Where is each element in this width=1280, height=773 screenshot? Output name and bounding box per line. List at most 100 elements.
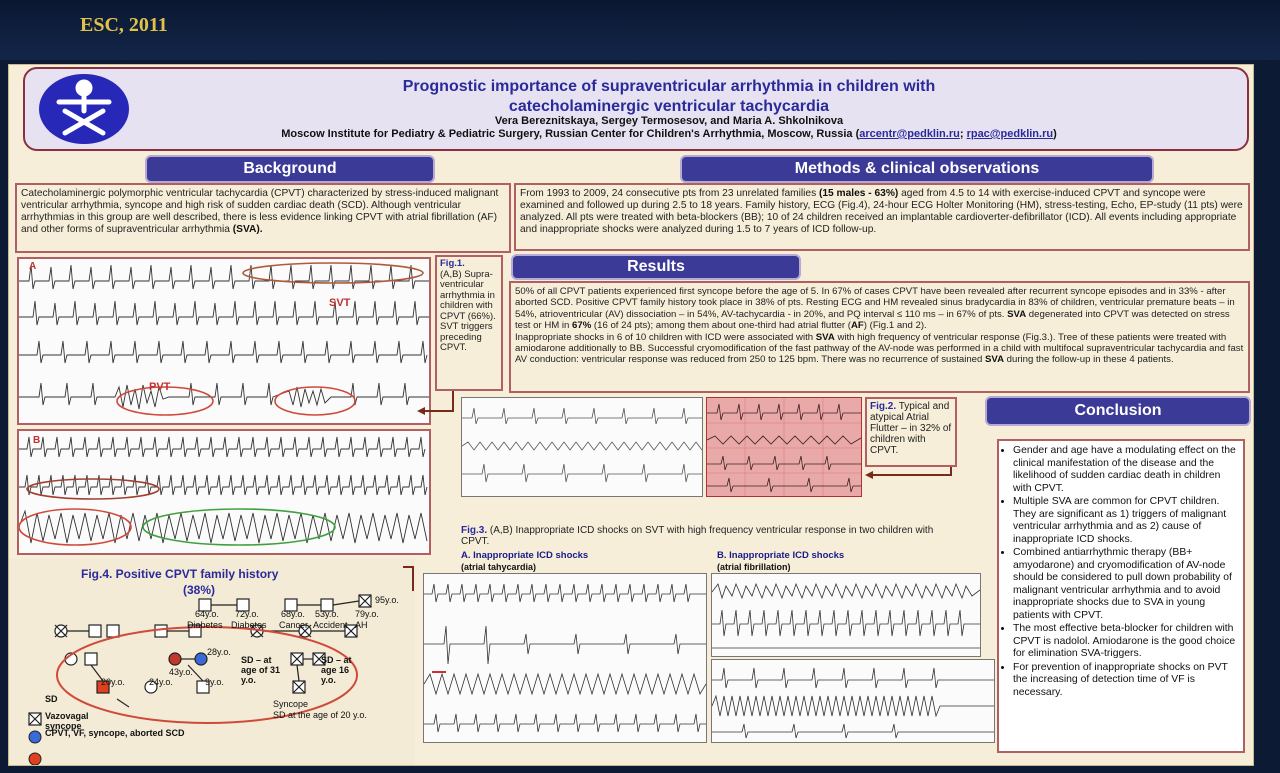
results-text-a: 50% of all CPVT patients experienced fir… bbox=[515, 286, 1235, 320]
results-heading: Results bbox=[513, 256, 799, 278]
conclusion-item: For prevention of inappropriate shocks o… bbox=[1013, 662, 1239, 700]
fig1-label-a: A bbox=[29, 261, 37, 272]
fig1-svt-label: SVT bbox=[329, 297, 351, 309]
conference-label: ESC, 2011 bbox=[80, 14, 168, 36]
fig2-atypical-traces bbox=[706, 398, 862, 496]
fig3-a-subtitle: (atrial tahycardia) bbox=[461, 562, 537, 572]
fig2-typical-traces bbox=[461, 407, 703, 483]
legend-sd: SD bbox=[45, 694, 58, 704]
background-text: Catecholaminergic polymorphic ventricula… bbox=[21, 188, 499, 235]
results-text-l: during the follow-up in these 4 patients… bbox=[1004, 354, 1174, 366]
email-link-2[interactable]: rpac@pedklin.ru bbox=[966, 128, 1054, 140]
conclusion-item: The most effective beta-blocker for chil… bbox=[1013, 623, 1239, 661]
background-heading: Background bbox=[147, 157, 433, 181]
fig4-age-95: 95y.o. bbox=[375, 595, 399, 605]
conclusion-item: Multiple SVA are common for CPVT childre… bbox=[1013, 496, 1239, 546]
fig4-diabetes-1: Diabetes bbox=[187, 620, 223, 630]
methods-text-1: From 1993 to 2009, 24 consecutive pts fr… bbox=[520, 188, 819, 199]
fig4-age-9: 9y.o. bbox=[205, 677, 224, 687]
conclusion-box: Gender and age have a modulating effect … bbox=[997, 439, 1245, 753]
fig1-pvt-label: PVT bbox=[149, 381, 171, 393]
fig4-age-20: 20y.o. bbox=[101, 677, 125, 687]
conclusion-heading: Conclusion bbox=[987, 398, 1249, 424]
fig2-ecg-typical bbox=[461, 397, 703, 497]
results-text-h: Inappropriate shocks in 6 of 10 children… bbox=[515, 331, 816, 343]
institution-close: ) bbox=[1053, 128, 1057, 140]
email-separator: ; bbox=[959, 128, 967, 140]
poster-title: Prognostic importance of supraventricula… bbox=[159, 77, 1179, 117]
conclusion-list: Gender and age have a modulating effect … bbox=[1003, 445, 1239, 699]
fig1-panel-a bbox=[17, 257, 431, 425]
conclusion-item: Combined antiarrhythmic therapy (BB+ amy… bbox=[1013, 547, 1239, 622]
fig3-caption-text: (A,B) Inappropriate ICD shocks on SVT wi… bbox=[461, 525, 934, 547]
fig3-caption-label: Fig.3. bbox=[461, 525, 488, 536]
fig1-label-b: B bbox=[33, 435, 41, 446]
methods-text-2: aged from 4.5 to 14 with exercise-induce… bbox=[520, 188, 1243, 235]
fig3-b-bottom-traces bbox=[711, 667, 994, 739]
fig4-age-28: 28y.o. bbox=[207, 647, 231, 657]
results-box: 50% of all CPVT patients experienced fir… bbox=[509, 281, 1250, 393]
fig4-bracket bbox=[403, 566, 414, 591]
methods-bold: (15 males - 63%) bbox=[819, 188, 899, 199]
fig4-age-64: 64y.o. bbox=[195, 609, 219, 619]
fig4-age-24: 24y.o. bbox=[149, 677, 173, 687]
institute-logo bbox=[39, 74, 129, 144]
results-bold-b: SVA bbox=[1007, 308, 1027, 320]
results-text-j: with high frequency of ventricular respo… bbox=[515, 331, 1244, 366]
fig4-sd-16: SD – at age 16 y.o. bbox=[321, 655, 352, 685]
top-bar bbox=[0, 0, 1280, 60]
fig3-b-title: B. Inappropriate ICD shocks bbox=[717, 550, 845, 561]
email-link-1[interactable]: arcentr@pedklin.ru bbox=[859, 128, 960, 140]
authors: Vera Bereznitskaya, Sergey Termosesov, a… bbox=[494, 115, 844, 127]
results-bold-d: 67% bbox=[572, 320, 592, 332]
title-line-2: catecholaminergic ventricular tachycardi… bbox=[508, 98, 830, 115]
results-text-e: (16 of 24 pts); among them about one-thi… bbox=[591, 320, 851, 332]
fig4-pedigree bbox=[28, 594, 372, 765]
fig3-panel-a bbox=[423, 573, 707, 743]
fig1-b-ecg-traces bbox=[18, 436, 428, 546]
results-bold-f: AF bbox=[850, 320, 864, 332]
methods-heading: Methods & clinical observations bbox=[682, 157, 1152, 181]
fig4-age-53: 53y.o. bbox=[315, 609, 339, 619]
title-line-1: Prognostic importance of supraventricula… bbox=[402, 78, 936, 95]
conclusion-item: Gender and age have a modulating effect … bbox=[1013, 445, 1239, 495]
fig1-panel-b bbox=[17, 429, 431, 555]
fig4-ah: AH bbox=[355, 620, 368, 630]
fig2-ecg-atypical bbox=[706, 397, 862, 497]
fig3-caption: Fig.3. (A,B) Inappropriate ICD shocks on… bbox=[461, 525, 961, 547]
fig4-age-43: 43y.o. bbox=[169, 667, 193, 677]
fig4-title: Fig.4. Positive CPVT family history bbox=[81, 567, 279, 581]
fig3-b-subtitle: (atrial fibrillation) bbox=[717, 562, 791, 572]
results-text-c: degenerated into CPVT was detected on st… bbox=[515, 308, 1230, 332]
fig4-subtitle: (38%) bbox=[183, 583, 216, 597]
methods-box: From 1993 to 2009, 24 consecutive pts fr… bbox=[514, 183, 1250, 251]
fig3-panel-b-bottom bbox=[711, 659, 995, 743]
institution: Moscow Institute for Pediatry & Pediatri… bbox=[281, 128, 860, 140]
fig4-cancer: Cancer bbox=[279, 620, 309, 630]
legend-vasovagal: Vazovagal syncope bbox=[45, 711, 89, 731]
fig1-caption-text: (A,B) Supra-ventricular arrhythmia in ch… bbox=[440, 268, 496, 353]
fig4-sd-31: SD – at age of 31 y.o. bbox=[241, 655, 281, 685]
poster: Prognostic importance of supraventricula… bbox=[8, 64, 1254, 766]
fig4-diabetes-2: Diabetes bbox=[231, 620, 267, 630]
fig3-panel-b-top bbox=[711, 573, 981, 657]
fig3-b-top-traces bbox=[711, 582, 981, 649]
fig4-syncope: Syncope bbox=[273, 699, 309, 709]
results-text-g: ) (Fig.1 and 2). bbox=[863, 320, 927, 332]
fig4-age-72: 72y.o. bbox=[235, 609, 259, 619]
fig2-caption: Fig.2. Typical and atypical Atrial Flutt… bbox=[865, 397, 957, 467]
fig1-caption: Fig.1.(A,B) Supra-ventricular arrhythmia… bbox=[435, 255, 503, 391]
background-bold: (SVA). bbox=[232, 224, 263, 235]
legend-cpvt: CPVT, VF, syncope, aborted SCD bbox=[45, 728, 185, 738]
fig4-age-68: 68y.o. bbox=[281, 609, 305, 619]
fig4-sd-20: SD at the age of 20 y.o. bbox=[273, 710, 367, 720]
fig2-caption-label: Fig.2. bbox=[870, 401, 897, 412]
results-bold-i: SVA bbox=[815, 331, 835, 343]
results-bold-k: SVA bbox=[985, 354, 1005, 366]
fig3-a-title: A. Inappropriate ICD shocks bbox=[461, 550, 589, 561]
fig4-age-79: 79y.o. bbox=[355, 609, 379, 619]
fig1-caption-label: Fig.1. bbox=[440, 258, 465, 269]
fig2-arrow bbox=[865, 467, 952, 479]
fig4-accident: Accident bbox=[313, 620, 348, 630]
poster-header bbox=[23, 67, 1249, 151]
